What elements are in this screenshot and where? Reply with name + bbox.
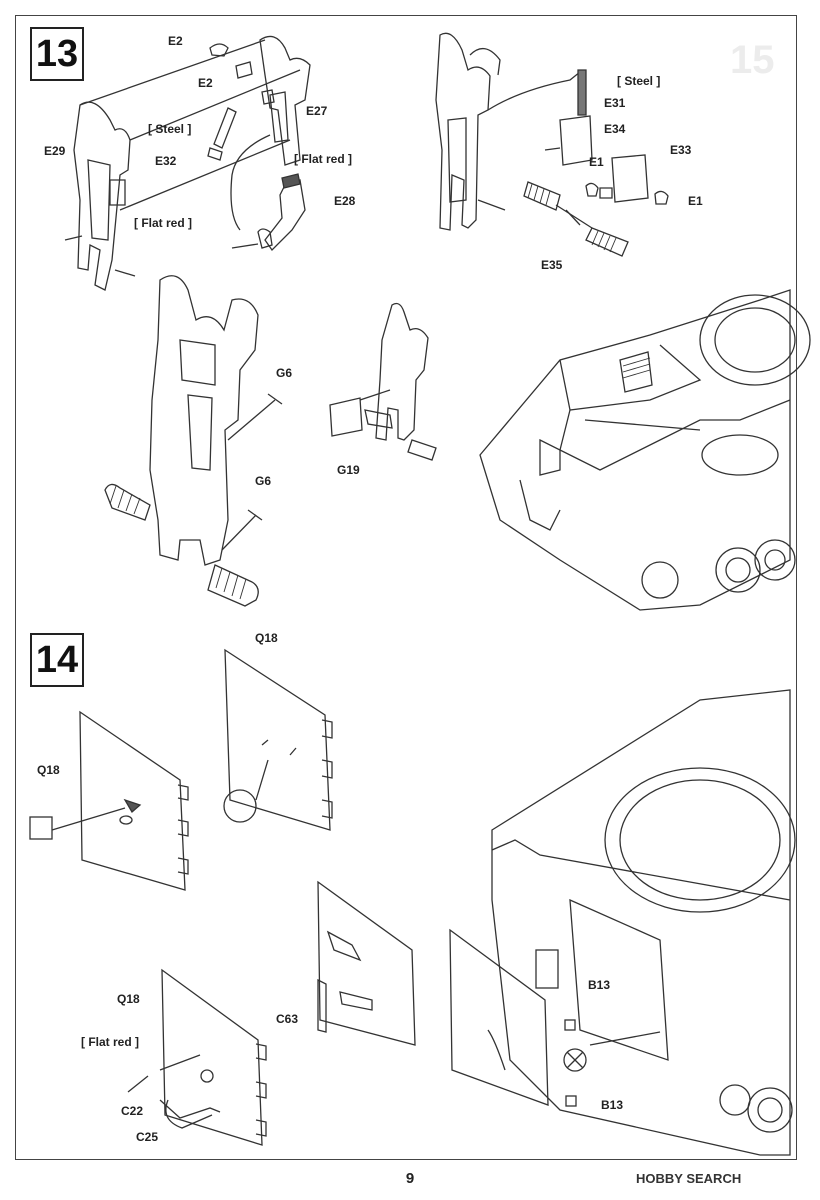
label-e28: E28 <box>334 194 356 208</box>
label-e27: E27 <box>306 104 328 118</box>
label-e2: E2 <box>198 76 213 90</box>
label-e34: E34 <box>604 122 626 136</box>
label-g6: G6 <box>255 474 272 488</box>
panel-c63 <box>317 880 416 1046</box>
label-q18: Q18 <box>117 992 140 1006</box>
label-c25: C25 <box>136 1130 159 1144</box>
label-q18: Q18 <box>37 763 60 777</box>
vehicle-hull-rear <box>449 689 796 1156</box>
step-14-number: 14 <box>30 633 84 687</box>
label-e31: E31 <box>604 96 626 110</box>
label-e32: E32 <box>155 154 177 168</box>
label-e29: E29 <box>44 144 66 158</box>
note-steel: [ Steel ] <box>148 122 192 136</box>
note-flat-red: [ Flat red ] <box>134 216 193 230</box>
bracket-assembly-left <box>64 35 311 291</box>
label-c22: C22 <box>121 1104 144 1118</box>
label-b13: B13 <box>588 978 611 992</box>
vehicle-hull <box>479 289 811 611</box>
label-g19: G19 <box>337 463 360 477</box>
note-flat-red: [ Flat red ] <box>294 152 353 166</box>
ghost-step-number: 15 <box>730 38 775 82</box>
page-frame <box>15 15 797 1160</box>
label-e1: E1 <box>589 155 604 169</box>
panel-q18-left <box>29 710 189 891</box>
note-flat-red: [ Flat red ] <box>81 1035 140 1049</box>
label-c63: C63 <box>276 1012 299 1026</box>
bracket-small-g19 <box>329 302 437 461</box>
watermark: HOBBY SEARCH <box>636 1171 742 1186</box>
label-b13: B13 <box>601 1098 624 1112</box>
bracket-assembly-right <box>435 32 669 257</box>
note-steel: [ Steel ] <box>617 74 661 88</box>
step-13-number: 13 <box>30 27 84 81</box>
page-number: 9 <box>405 1170 415 1187</box>
label-g6: G6 <box>276 366 293 380</box>
bracket-large <box>104 275 283 607</box>
label-e35: E35 <box>541 258 563 272</box>
panel-q18-top <box>223 648 333 831</box>
label-e1: E1 <box>688 194 703 208</box>
label-e33: E33 <box>670 143 692 157</box>
label-q18: Q18 <box>255 631 278 645</box>
panel-q18-bottom <box>127 968 267 1146</box>
label-e2: E2 <box>168 34 183 48</box>
